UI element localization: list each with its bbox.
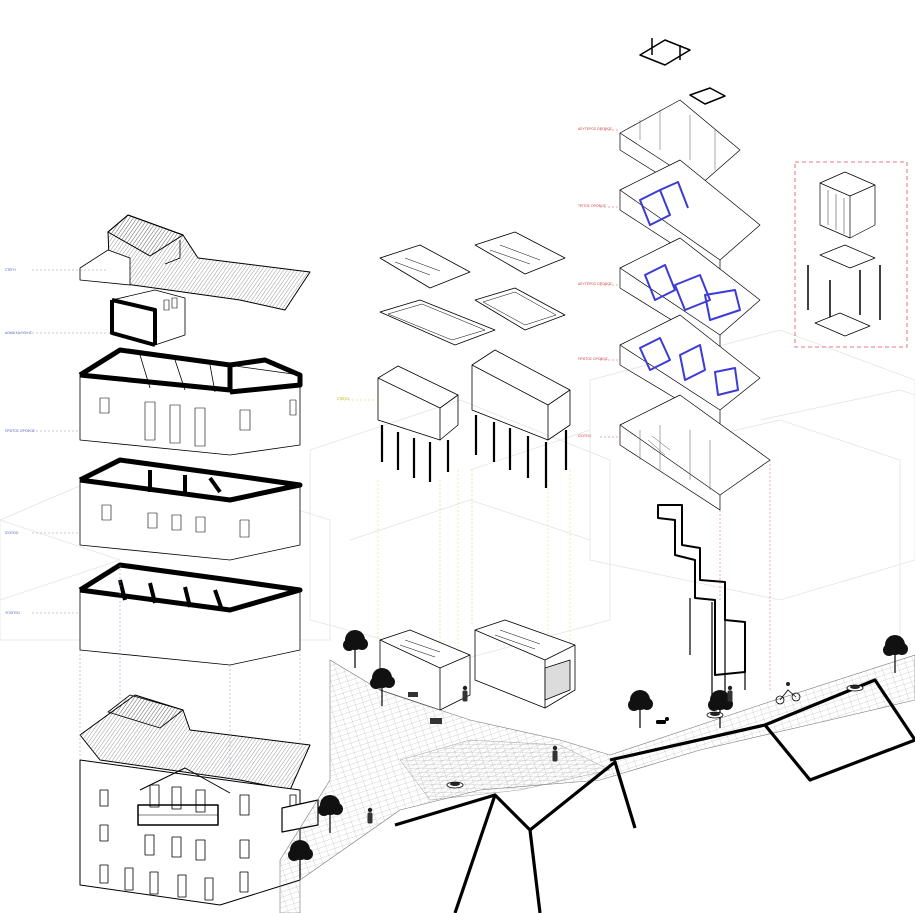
- planter-icon: [706, 711, 724, 719]
- pavilions-exploded: [340, 231, 576, 711]
- street-furniture: [288, 630, 908, 878]
- label-roof: ΣΤΕΓΗ: [5, 268, 16, 272]
- left-building-exploded: [32, 214, 319, 906]
- label-roof-room: ΔΩΜΑ ΚΑΛΥΨΗΣ: [5, 331, 32, 335]
- label-ground-floor: ΙΣΟΓΕΙΟ: [5, 531, 19, 535]
- historic-building: [79, 694, 319, 906]
- label-basement: ΥΠΟΓΕΙΟ: [5, 611, 21, 615]
- label-r-top: ΔΕΥΤΕΡΟΣ ΟΡΟΦΟΣ: [578, 127, 613, 131]
- roof-layer: [79, 214, 311, 311]
- bench-icon: [408, 692, 442, 724]
- tree-icon: [370, 668, 395, 706]
- person-icon: [727, 685, 733, 702]
- tree-icon: [288, 840, 313, 878]
- ground-plane: [279, 654, 915, 913]
- ground-floor-layer: [78, 457, 303, 561]
- roof-room-layer: [110, 289, 186, 347]
- label-first-floor: ΠΡΩΤΟΣ ΟΡΟΦΟΣ: [5, 429, 35, 433]
- dog-icon: [656, 717, 669, 724]
- label-r-ground: ΙΣΟΓΕΙΟ: [578, 434, 592, 438]
- first-floor-layer: [78, 347, 303, 456]
- bicycle-icon: [775, 682, 801, 705]
- tree-icon: [628, 690, 653, 728]
- planter-icon: [846, 684, 864, 692]
- tree-icon: [343, 630, 368, 668]
- basement-layer: [78, 562, 303, 666]
- person-icon: [367, 807, 373, 824]
- label-roofs: ΣΤΕΓΕΣ: [337, 397, 350, 401]
- label-r-second: ΔΕΥΤΕΡΟΣ ΟΡΟΦΟΣ: [578, 282, 613, 286]
- tree-icon: [318, 795, 343, 833]
- tower-exploded: [600, 38, 908, 700]
- person-icon: [552, 745, 558, 762]
- plot-lines: [394, 678, 915, 913]
- label-r-third: ΤΡΙΤΟΣ ΟΡΟΦΟΣ: [578, 204, 606, 208]
- label-r-first: ΠΡΩΤΟΣ ΟΡΟΦΟΣ: [578, 357, 608, 361]
- person-icon: [462, 685, 468, 702]
- planter-icon: [446, 781, 464, 789]
- tree-icon: [883, 635, 908, 673]
- blue-modules: [639, 181, 741, 396]
- floor-plates: [619, 99, 771, 511]
